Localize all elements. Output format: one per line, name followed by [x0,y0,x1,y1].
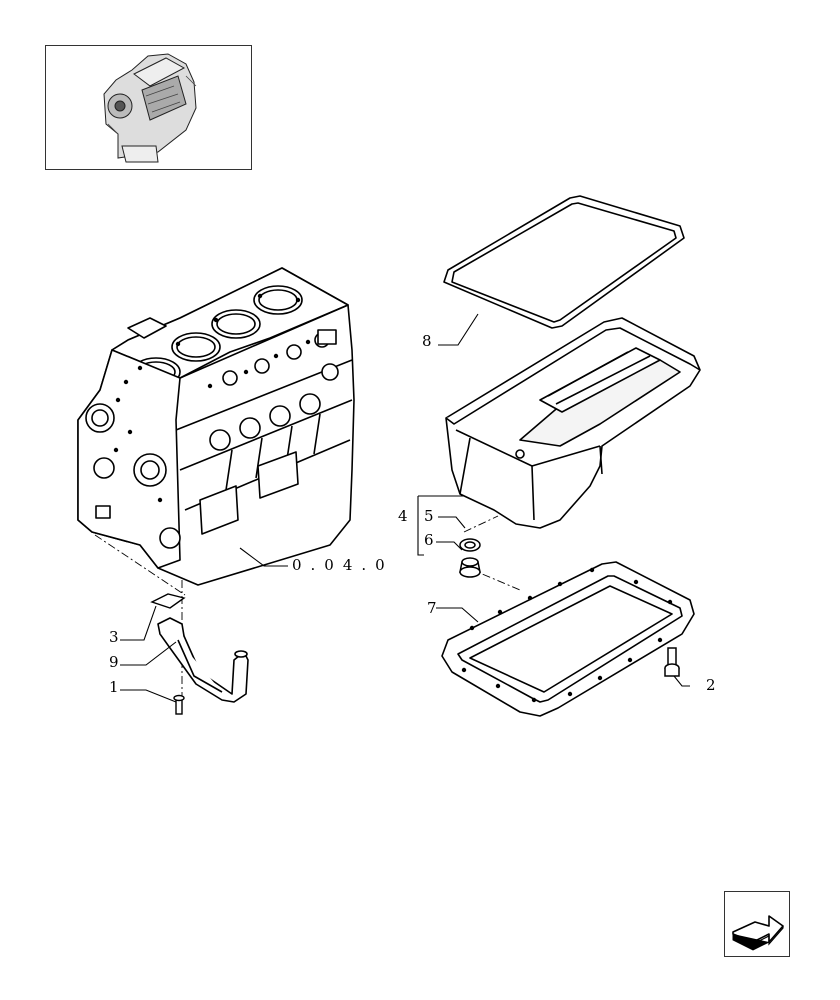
oil-pan-gasket-upper [443,195,685,329]
callout-8: 8 [422,332,432,350]
engine-thumbnail-icon [103,53,197,163]
callout-1: 1 [109,678,119,696]
callout-2: 2 [706,676,716,694]
engine-thumbnail[interactable] [45,45,252,170]
oil-pan-frame [441,561,695,717]
drain-plug [459,557,481,578]
oil-pan [445,317,701,529]
oil-suction-pipe [157,617,249,703]
suction-pipe-screw [173,694,185,715]
callout-4: 4 [398,507,408,525]
callout-9: 9 [109,653,119,671]
next-page-arrow-icon [732,915,784,951]
frame-bolt-holes [461,567,673,703]
drain-seal-ring [459,538,481,552]
engine-block [77,267,355,586]
suction-pipe-gasket [150,593,186,609]
callout-6: 6 [424,531,434,549]
leader-lines [120,313,690,703]
frame-bolt [664,647,680,677]
next-page-button[interactable] [724,891,790,957]
callout-7: 7 [427,599,437,617]
callout-3: 3 [109,628,119,646]
reference-0-04-0: 0.04.0 [292,556,394,574]
callout-5: 5 [424,507,434,525]
